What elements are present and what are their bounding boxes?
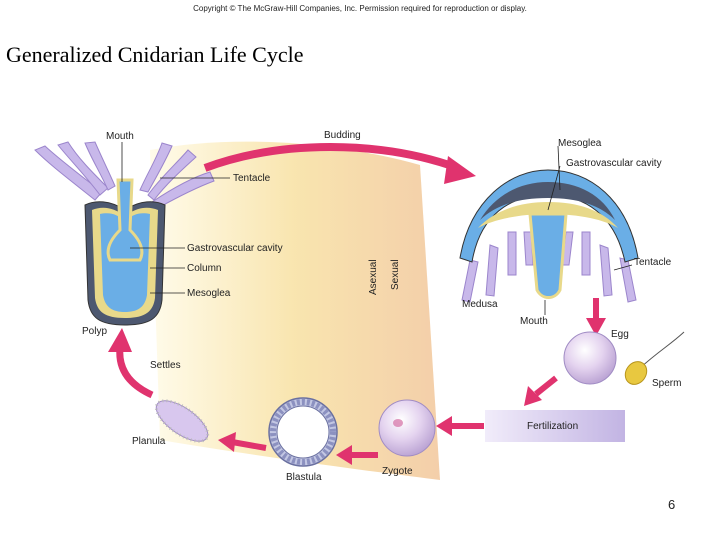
zygote-cell	[378, 399, 436, 457]
label-mesoglea-polyp: Mesoglea	[187, 288, 231, 299]
label-column: Column	[187, 263, 221, 274]
label-zygote: Zygote	[382, 466, 413, 477]
background-band	[150, 141, 440, 480]
blastula-cell	[268, 397, 338, 467]
label-gastrovascular-polyp: Gastrovascular cavity	[187, 243, 283, 254]
label-sperm: Sperm	[652, 378, 681, 389]
sperm-cell	[624, 331, 685, 385]
planula-larva	[154, 399, 210, 443]
label-medusa: Medusa	[462, 299, 498, 310]
label-mouth-polyp: Mouth	[106, 131, 134, 142]
arrow-settles-to-polyp	[116, 347, 154, 399]
label-egg: Egg	[611, 329, 629, 340]
label-blastula: Blastula	[286, 472, 322, 483]
medusa-illustration	[459, 169, 639, 303]
label-budding: Budding	[324, 130, 361, 141]
slide-title: Generalized Cnidarian Life Cycle	[6, 42, 304, 67]
label-polyp: Polyp	[82, 326, 107, 337]
page-number: 6	[668, 497, 676, 512]
label-mouth-medusa: Mouth	[520, 316, 548, 327]
label-sexual: Sexual	[390, 259, 401, 290]
copyright-notice: Copyright © The McGraw-Hill Companies, I…	[193, 4, 527, 13]
arrow-blastula-to-planula	[231, 439, 267, 451]
budding-arrow	[203, 143, 460, 172]
label-gastrovascular-medusa: Gastrovascular cavity	[566, 158, 662, 169]
polyp-leader-lines	[121, 142, 230, 294]
label-planula: Planula	[132, 436, 166, 447]
label-asexual: Asexual	[368, 259, 379, 295]
egg-cell	[563, 331, 617, 385]
label-fertilization: Fertilization	[527, 421, 578, 432]
label-settles: Settles	[150, 360, 181, 371]
arrow-egg-to-fertilization	[534, 375, 558, 397]
label-mesoglea-medusa: Mesoglea	[558, 138, 602, 149]
medusa-leader-lines	[544, 145, 633, 315]
label-tentacle-medusa: Tentacle	[634, 257, 672, 268]
label-tentacle-polyp: Tentacle	[233, 173, 271, 184]
polyp-illustration	[34, 141, 215, 326]
budding-arrowhead	[444, 156, 476, 184]
fertilization-box	[485, 410, 625, 442]
